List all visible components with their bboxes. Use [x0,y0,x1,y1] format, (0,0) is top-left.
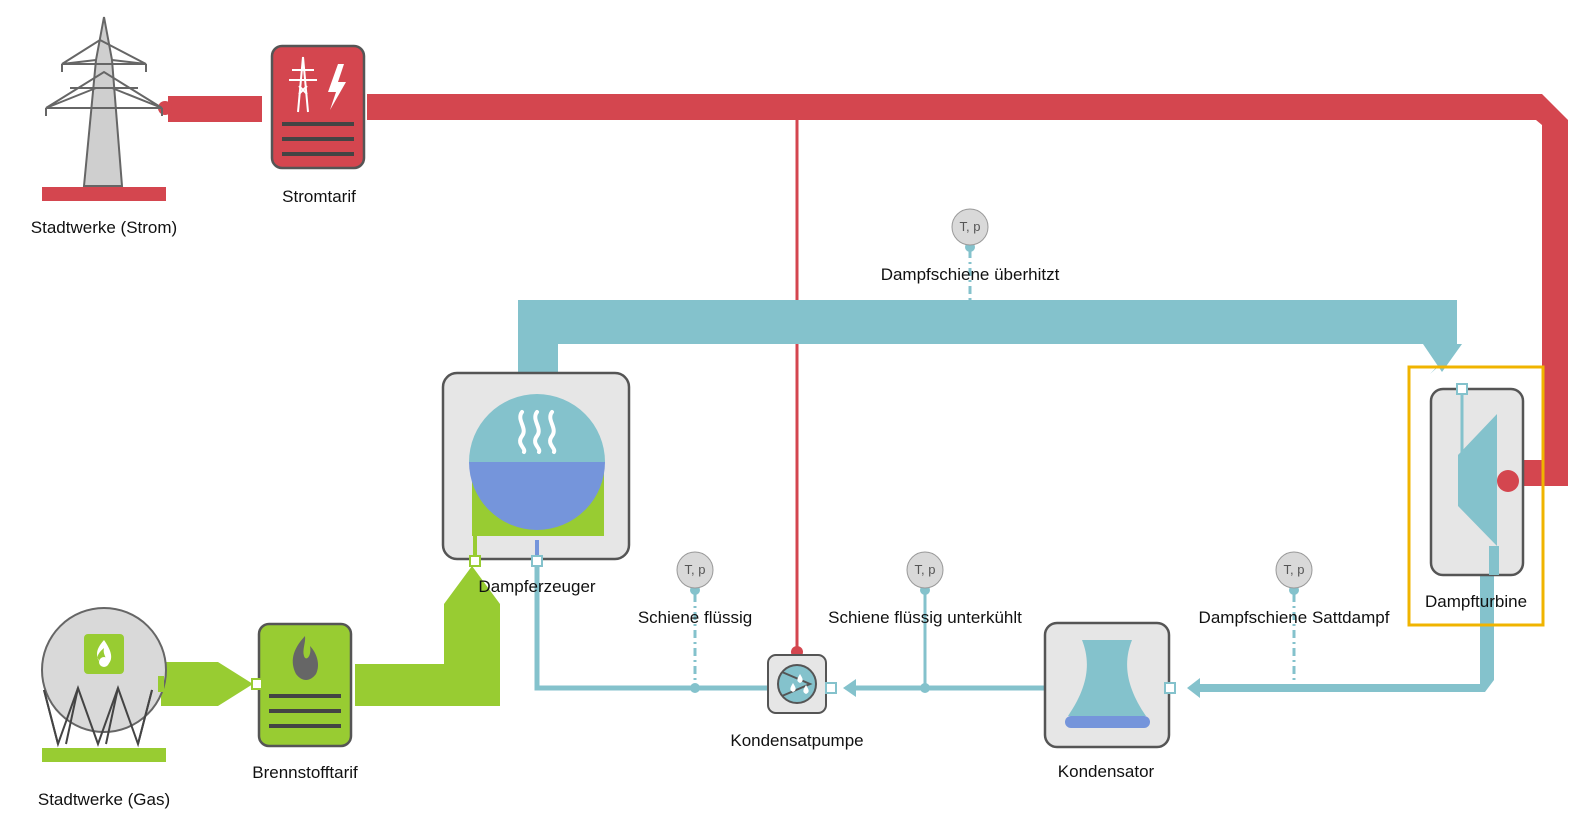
condenser-label: Kondensator [1057,762,1155,781]
busbar-saturated-label: Dampfschiene Sattdampf [1198,608,1390,627]
electric-line-grid-to-tariff[interactable] [168,96,262,122]
busbar-liquid-label: Schiene flüssig [637,608,753,627]
sensor-superheated-text: T, p [960,219,981,234]
power-pylon-icon [45,16,163,187]
sensor-saturated[interactable]: T, p [1275,551,1313,680]
water-line-arrow-pump[interactable] [843,679,856,697]
fuel-lines [161,566,500,706]
fuel-tariff-component[interactable] [251,622,353,748]
gas-supply-component[interactable] [41,607,167,762]
steam-line-exhaust-arrow[interactable] [1187,678,1200,698]
sensor-saturated-text: T, p [1284,562,1305,577]
pump-inlet-port[interactable] [825,682,837,694]
boiler-drum-icon [469,394,605,555]
steam-line-superheated-bus-bar[interactable] [518,300,1457,344]
cooling-tower-icon [1065,640,1150,728]
condenser-component[interactable] [1043,621,1176,749]
busbar-subcooled-label: Schiene flüssig unterkühlt [828,608,1022,627]
power-tariff-component[interactable] [270,44,366,170]
steam-line-generator-outlet[interactable] [522,340,558,374]
electric-lines [158,94,1568,658]
gas-tank-icon [84,634,124,674]
steam-generator-component[interactable] [441,371,631,567]
busbar-superheated-label: Dampfschiene überhitzt [880,265,1060,284]
sensor-subcooled-bubble[interactable] [906,551,944,589]
gas-supply-base [42,748,166,762]
selection-frame [1407,365,1545,627]
sensor-liquid[interactable]: T, p [676,551,714,693]
sensor-subcooled[interactable]: T, p [906,551,944,693]
gas-outlet[interactable] [158,676,164,692]
sensor-liquid-bubble[interactable] [676,551,714,589]
condenser-inlet-port[interactable] [1164,682,1176,694]
turbine-icon [1458,395,1519,575]
condensate-pump-component[interactable] [767,654,837,714]
fuel-tariff-icon [269,636,341,728]
fuel-tariff-inlet-port[interactable] [251,678,263,690]
grid-power-component[interactable] [42,16,166,201]
gas-supply-label: Stadtwerke (Gas) [37,790,171,809]
power-tariff-label: Stromtarif [282,187,356,206]
steam-generator-fuel-port[interactable] [469,555,481,567]
steam-turbine-component[interactable] [1407,365,1545,627]
fuel-line-tariff-to-generator[interactable] [355,566,500,706]
sensor-saturated-bubble[interactable] [1275,551,1313,589]
pump-icon [777,664,817,704]
gas-tank-legs [43,685,153,748]
fuel-tariff-label: Brennstofftarif [252,763,358,782]
sensor-superheated-bubble[interactable] [951,208,989,246]
sensor-liquid-text: T, p [685,562,706,577]
steam-generator-water-port[interactable] [531,555,543,567]
sensor-subcooled-text: T, p [915,562,936,577]
fuel-line-gas-to-tariff[interactable] [161,662,253,706]
grid-power-base [42,187,166,201]
sensor-superheated[interactable]: T, p [951,208,989,318]
condensate-pump-label: Kondensatpumpe [730,731,864,750]
grid-power-label: Stadtwerke (Strom) [30,218,178,237]
steam-generator-label: Dampferzeuger [478,577,596,596]
steam-turbine-label: Dampfturbine [1424,592,1528,611]
steam-line-turbine-inlet[interactable] [1423,344,1462,372]
power-tariff-icon [282,56,354,156]
steam-lines [518,300,1494,698]
water-line-pump-to-generator[interactable] [534,553,784,691]
steam-turbine-inlet-port[interactable] [1456,383,1468,395]
